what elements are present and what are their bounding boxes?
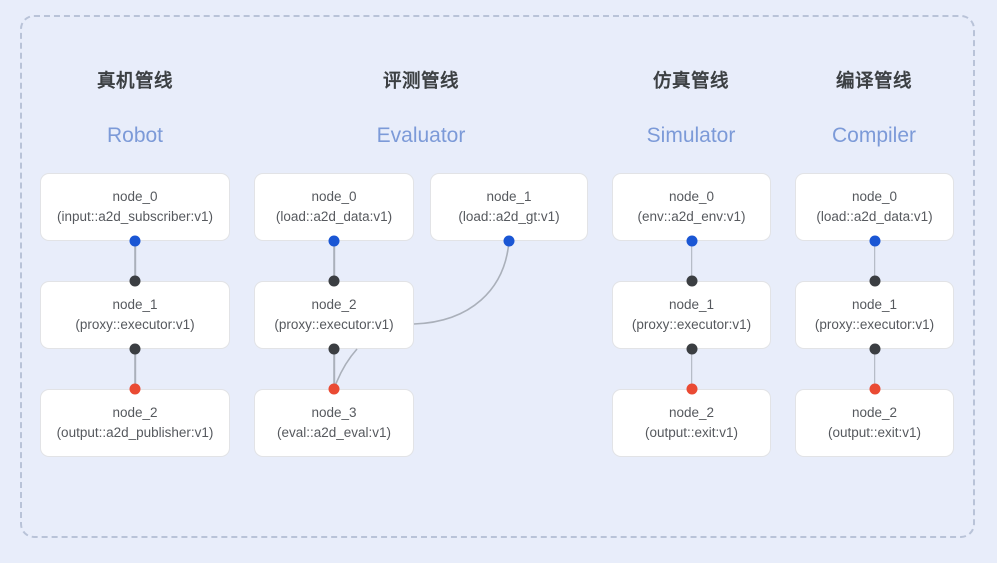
node-spec: (proxy::executor:v1) — [814, 317, 935, 332]
node-box-robot-node-2[interactable]: node_2(output::a2d_publisher:v1) — [40, 389, 230, 457]
connector-dot-bottom-evaluator-node-2[interactable] — [328, 343, 340, 355]
edge-simulator-node-0-to-simulator-node-1 — [690, 241, 693, 281]
connector-dot-bottom-robot-node-0[interactable] — [129, 235, 141, 247]
node-name: node_0 — [112, 189, 158, 204]
column-subtitle-robot: Robot — [106, 124, 164, 147]
connector-dot-top-simulator-node-1[interactable] — [686, 275, 697, 287]
node-spec: (input::a2d_subscriber:v1) — [56, 209, 214, 224]
edge-compiler-node-0-to-compiler-node-1 — [873, 241, 876, 281]
node-name: node_2 — [668, 405, 715, 420]
connector-dot-top-compiler-node-1[interactable] — [869, 275, 880, 287]
node-spec: (proxy::executor:v1) — [274, 317, 394, 332]
edge-compiler-node-1-to-compiler-node-2 — [873, 349, 876, 389]
node-name: node_0 — [668, 189, 715, 204]
node-box-evaluator-node-0[interactable]: node_0(load::a2d_data:v1) — [254, 173, 414, 241]
edge-simulator-node-1-to-simulator-node-2 — [690, 349, 693, 389]
node-spec: (eval::a2d_eval:v1) — [276, 425, 392, 440]
node-box-compiler-node-1[interactable]: node_1(proxy::executor:v1) — [795, 281, 954, 349]
node-name: node_0 — [311, 189, 357, 204]
pipeline-dashed-frame — [20, 15, 975, 538]
node-box-compiler-node-0[interactable]: node_0(load::a2d_data:v1) — [795, 173, 954, 241]
connector-dot-bottom-robot-node-1[interactable] — [129, 343, 141, 355]
node-spec: (load::a2d_gt:v1) — [458, 209, 560, 224]
node-name: node_1 — [112, 297, 158, 312]
column-title-robot: 真机管线 — [96, 70, 174, 91]
column-subtitle-simulator: Simulator — [646, 124, 736, 147]
node-name: node_2 — [851, 405, 898, 420]
connector-dot-top-robot-node-2[interactable] — [129, 383, 141, 395]
node-box-simulator-node-1[interactable]: node_1(proxy::executor:v1) — [612, 281, 771, 349]
node-name: node_3 — [311, 405, 357, 420]
node-box-simulator-node-0[interactable]: node_0(env::a2d_env:v1) — [612, 173, 771, 241]
node-spec: (output::exit:v1) — [827, 425, 922, 440]
node-name: node_1 — [851, 297, 898, 312]
connector-dot-top-evaluator-node-3[interactable] — [328, 383, 340, 395]
edge-robot-node-0-to-robot-node-1 — [134, 241, 136, 281]
node-spec: (env::a2d_env:v1) — [637, 209, 746, 224]
curved-edge-executor-to-eval — [333, 348, 358, 390]
connector-dot-bottom-simulator-node-1[interactable] — [686, 343, 697, 355]
connector-dot-bottom-compiler-node-1[interactable] — [869, 343, 880, 355]
node-name: node_2 — [311, 297, 357, 312]
column-title-evaluator: 评测管线 — [382, 70, 460, 91]
node-box-evaluator-node-2[interactable]: node_2(proxy::executor:v1) — [254, 281, 414, 349]
column-title-compiler: 编译管线 — [835, 70, 913, 91]
node-spec: (proxy::executor:v1) — [631, 317, 752, 332]
column-subtitle-compiler: Compiler — [831, 124, 917, 147]
node-box-robot-node-0[interactable]: node_0(input::a2d_subscriber:v1) — [40, 173, 230, 241]
node-box-simulator-node-2[interactable]: node_2(output::exit:v1) — [612, 389, 771, 457]
node-name: node_2 — [112, 405, 158, 420]
node-spec: (proxy::executor:v1) — [75, 317, 195, 332]
node-name: node_1 — [668, 297, 715, 312]
connector-dot-top-compiler-node-2[interactable] — [869, 383, 880, 395]
connector-dot-top-evaluator-node-2[interactable] — [328, 275, 340, 287]
node-box-evaluator-node-1[interactable]: node_1(load::a2d_gt:v1) — [430, 173, 588, 241]
connector-dot-bottom-simulator-node-0[interactable] — [686, 235, 697, 247]
node-spec: (output::a2d_publisher:v1) — [56, 425, 214, 440]
node-spec: (load::a2d_data:v1) — [275, 209, 393, 224]
node-name: node_0 — [851, 189, 898, 204]
connector-dot-bottom-compiler-node-0[interactable] — [869, 235, 880, 247]
connector-dot-top-robot-node-1[interactable] — [129, 275, 141, 287]
connector-dot-bottom-evaluator-node-0[interactable] — [328, 235, 340, 247]
edge-robot-node-1-to-robot-node-2 — [134, 349, 136, 389]
node-name: node_1 — [486, 189, 532, 204]
column-subtitle-evaluator: Evaluator — [376, 124, 466, 147]
node-spec: (output::exit:v1) — [644, 425, 739, 440]
column-title-simulator: 仿真管线 — [652, 70, 730, 91]
node-spec: (load::a2d_data:v1) — [816, 209, 933, 224]
node-box-compiler-node-2[interactable]: node_2(output::exit:v1) — [795, 389, 954, 457]
node-box-evaluator-node-3[interactable]: node_3(eval::a2d_eval:v1) — [254, 389, 414, 457]
connector-dot-top-simulator-node-2[interactable] — [686, 383, 697, 395]
connector-dot-bottom-evaluator-node-1[interactable] — [503, 235, 515, 247]
node-box-robot-node-1[interactable]: node_1(proxy::executor:v1) — [40, 281, 230, 349]
curved-edge-gt-to-executor — [413, 240, 510, 325]
edge-evaluator-node-0-to-evaluator-node-2 — [333, 241, 335, 281]
